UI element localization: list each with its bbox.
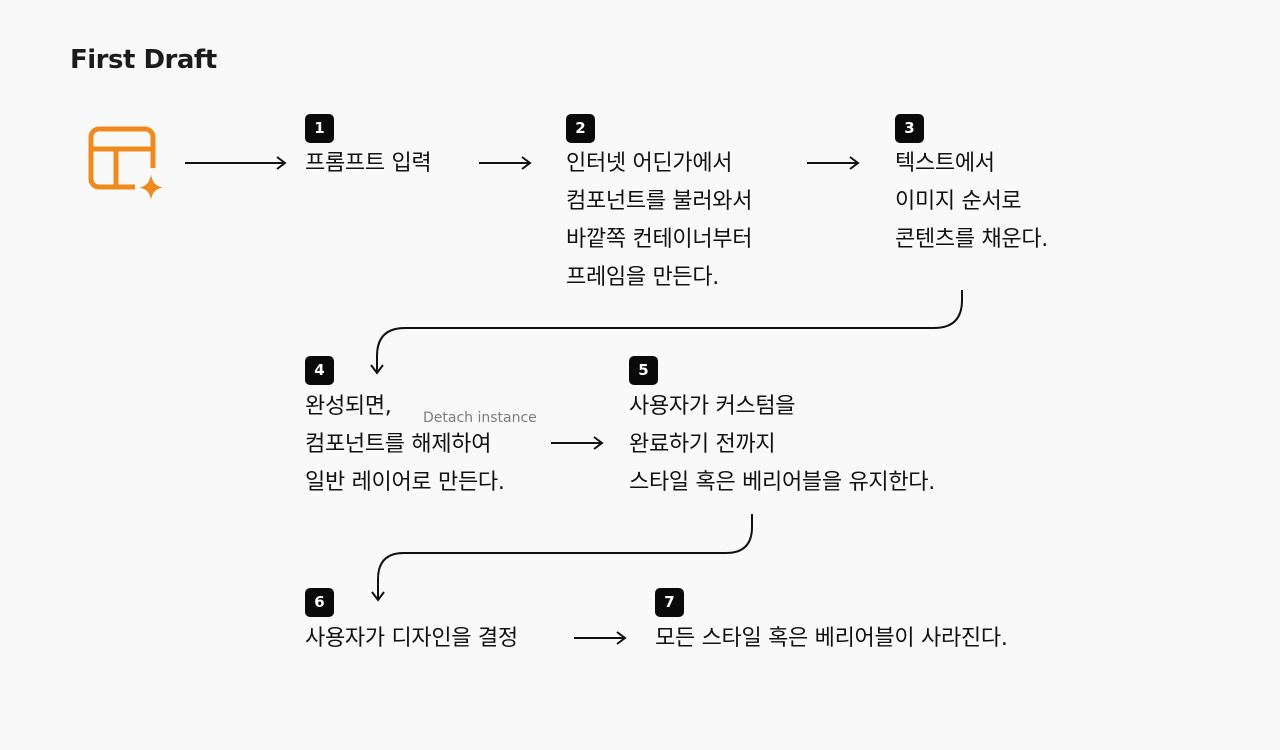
step-2-badge: 2 — [566, 114, 595, 143]
step-6-badge: 6 — [305, 588, 334, 617]
step-5-text: 사용자가 커스텀을 완료하기 전까지 스타일 혹은 베리어블을 유지한다. — [629, 394, 935, 495]
step-5-badge: 5 — [629, 356, 658, 385]
step-3-text: 텍스트에서 이미지 순서로 콘텐츠를 채운다. — [895, 151, 1048, 252]
layout-sparkle-icon — [88, 126, 165, 202]
step-7-badge: 7 — [655, 588, 684, 617]
arrow-step-1-to-step-2 — [479, 156, 532, 170]
step-2-text: 인터넷 어딘가에서 컴포넌트를 불러와서 바깥쪽 컨테이너부터 프레임을 만든다… — [566, 151, 753, 290]
arrow-step-3-to-step-4 — [370, 290, 963, 375]
arrow-icon-to-step-1 — [185, 156, 287, 170]
arrow-step-4-to-step-5 — [551, 436, 604, 450]
arrow-step-2-to-step-3 — [807, 156, 860, 170]
step-4-badge: 4 — [305, 356, 334, 385]
step-7-text: 모든 스타일 혹은 베리어블이 사라진다. — [655, 626, 1008, 651]
step-3-badge: 3 — [895, 114, 924, 143]
arrow-step-6-to-step-7 — [574, 631, 627, 645]
step-1-text: 프롬프트 입력 — [305, 151, 432, 176]
detach-instance-note: Detach instance — [423, 410, 537, 426]
step-1-badge: 1 — [305, 114, 334, 143]
step-6-text: 사용자가 디자인을 결정 — [305, 626, 518, 651]
arrow-step-5-to-step-6 — [371, 514, 753, 602]
diagram-title: First Draft — [70, 45, 217, 75]
step-4-text: 완성되면, 컴포넌트를 해제하여 일반 레이어로 만든다. — [305, 394, 505, 495]
